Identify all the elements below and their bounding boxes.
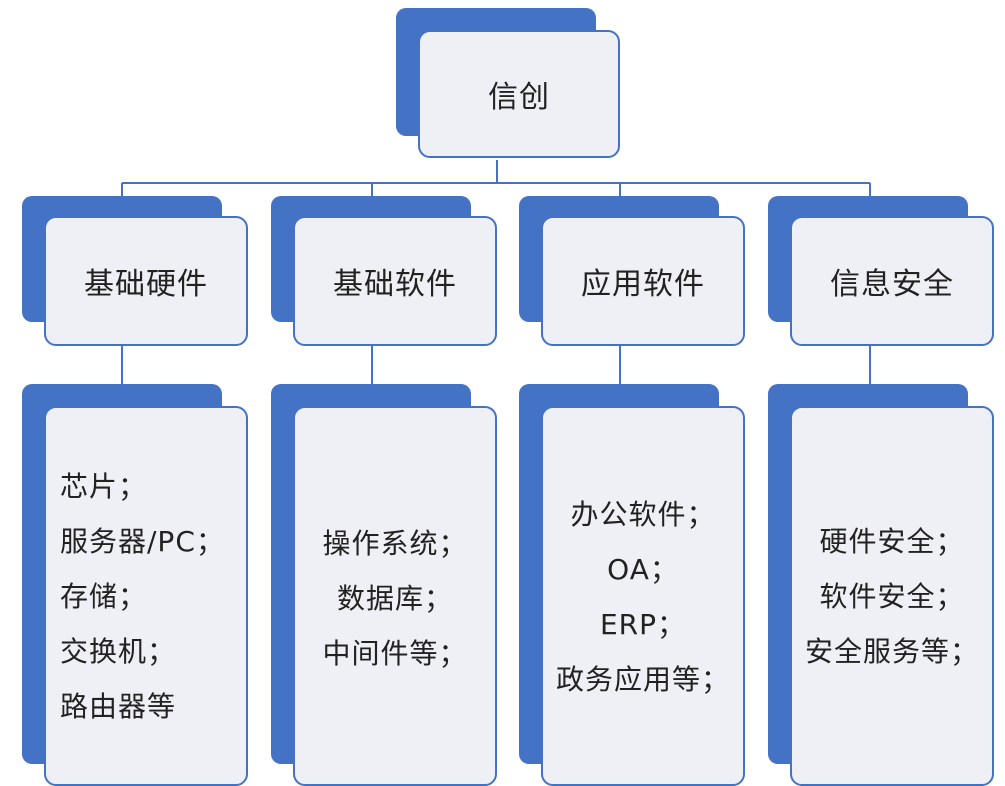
category-node-software: 基础软件: [271, 196, 499, 348]
list-item: 数据库；: [336, 582, 453, 615]
category-node-security: 信息安全: [768, 196, 996, 348]
detail-list: 操作系统； 数据库； 中间件等；: [322, 516, 467, 681]
category-label: 基础硬件: [84, 267, 208, 302]
category-label: 应用软件: [581, 267, 705, 302]
category-node-hardware: 基础硬件: [22, 196, 250, 348]
detail-node-applications: 办公软件； OA； ERP； 政务应用等；: [519, 384, 747, 786]
list-item: 存储；: [60, 579, 148, 613]
list-item: OA；: [607, 553, 679, 586]
detail-list: 办公软件； OA； ERP； 政务应用等；: [556, 487, 730, 707]
list-item: 中间件等；: [322, 637, 468, 670]
category-label: 信息安全: [830, 267, 954, 302]
list-item: ERP；: [599, 608, 687, 641]
detail-node-hardware: 芯片； 服务器/PC； 存储； 交换机； 路由器等: [22, 384, 250, 786]
detail-node-software: 操作系统； 数据库； 中间件等；: [271, 384, 499, 786]
category-label: 基础软件: [333, 267, 457, 302]
list-item: 交换机；: [60, 634, 177, 668]
root-node: 信创: [396, 8, 622, 160]
root-label: 信创: [488, 80, 550, 115]
list-item: 安全服务等；: [804, 635, 979, 668]
list-item: 办公软件；: [570, 498, 716, 531]
list-item: 操作系统；: [322, 527, 468, 560]
detail-list: 硬件安全； 软件安全； 安全服务等；: [805, 514, 979, 679]
connector-lines: [121, 160, 871, 384]
list-item: 芯片；: [60, 469, 148, 503]
list-item: 服务器/PC；: [60, 524, 225, 558]
list-item: 政务应用等；: [555, 663, 730, 696]
detail-list: 芯片； 服务器/PC； 存储； 交换机； 路由器等: [46, 459, 246, 734]
list-item: 路由器等: [60, 689, 177, 723]
category-node-applications: 应用软件: [519, 196, 747, 348]
list-item: 软件安全；: [819, 580, 965, 613]
detail-node-security: 硬件安全； 软件安全； 安全服务等；: [768, 384, 996, 786]
list-item: 硬件安全；: [819, 525, 965, 558]
